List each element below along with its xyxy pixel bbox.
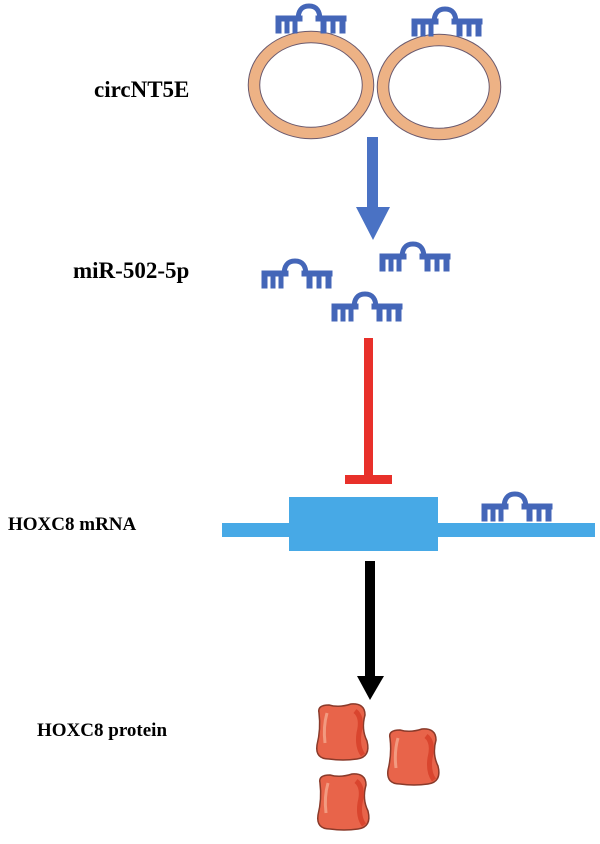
protein-label: HOXC8 protein (37, 720, 168, 741)
mirna-free-icon (380, 244, 450, 271)
circrna-left (247, 30, 375, 140)
mirna-label: miR-502-5p (73, 258, 190, 283)
mirna-bound-icon (276, 6, 346, 33)
circntse-label: circNT5E (94, 77, 190, 102)
release-arrow (356, 137, 390, 240)
mirna-free-icon (332, 294, 402, 321)
inhibition-symbol (345, 338, 392, 484)
mirna-on-mrna-icon (482, 494, 552, 521)
protein-icon (316, 703, 369, 761)
protein-icon (317, 773, 370, 831)
circrna-right (376, 33, 502, 141)
mrna-label: HOXC8 mRNA (8, 514, 137, 535)
protein-icon (387, 728, 440, 786)
mirna-bound-icon (412, 9, 482, 36)
mirna-free-icon (262, 261, 332, 288)
mrna-strand (222, 497, 595, 551)
translation-arrow (357, 561, 384, 700)
